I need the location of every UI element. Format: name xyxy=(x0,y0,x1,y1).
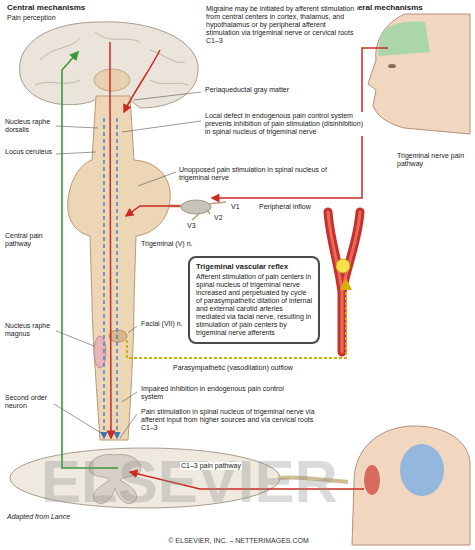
box-heading: Trigeminal vascular reflex xyxy=(196,262,312,271)
carotid-artery-highlight xyxy=(328,212,360,352)
note-text: Local defect in endogenous pain control … xyxy=(204,112,371,136)
section-heading: Central mechanisms xyxy=(6,3,86,12)
nerve-branch-label: V1 xyxy=(230,203,241,211)
note-text: Migraine may be initiated by afferent st… xyxy=(205,5,357,45)
source-note: Adapted from Lance xyxy=(6,513,71,521)
box-body: Afferent stimulation of pain centers in … xyxy=(196,273,312,337)
descending-control-line xyxy=(116,118,117,438)
structure-label: Pain perception xyxy=(6,14,57,22)
nerve-branch-label: V3 xyxy=(186,222,197,230)
trigeminal-ganglion xyxy=(181,200,211,214)
structure-label: Nucleus raphe dorsalis xyxy=(4,118,56,134)
note-text: Pain stimulation in spinal nucleus of tr… xyxy=(140,408,327,432)
ear xyxy=(364,465,380,495)
ganglion-to-nucleus-line xyxy=(126,206,180,216)
carotid-artery xyxy=(328,212,360,352)
facial-nucleus xyxy=(109,330,127,342)
pathway-label: Peripheral inflow xyxy=(258,203,312,211)
pathway-label: Trigeminal nerve pain pathway xyxy=(396,152,470,168)
descending-control-line xyxy=(103,118,104,438)
pathway-label: Central pain pathway xyxy=(4,232,56,248)
structure-label: Locus ceruleus xyxy=(4,148,56,156)
brain xyxy=(20,22,199,108)
structure-label: Nucleus raphe magnus xyxy=(4,322,56,338)
central-afferent-line xyxy=(124,50,160,112)
forehead-pain-area xyxy=(378,22,430,56)
nerve-branch-label: V2 xyxy=(213,214,224,222)
nerve-label: Trigeminal (V) n. xyxy=(140,240,193,248)
watermark: ELSEVIER xyxy=(40,452,339,512)
parasympathetic-ganglion xyxy=(336,259,350,273)
occipital-pain-area xyxy=(400,444,444,496)
nerve-label: Facial (VII) n. xyxy=(140,320,184,328)
thalamus xyxy=(94,69,130,91)
central-afferent-line xyxy=(110,42,111,438)
structure-label: Periaqueductal gray matter xyxy=(204,86,336,94)
face xyxy=(368,14,470,134)
copyright-notice: © ELSEVIER, INC. – NETTERIMAGES.COM xyxy=(0,537,475,545)
pathway-label: C1–3 pain pathway xyxy=(180,462,242,470)
eye xyxy=(388,64,396,68)
back-of-head xyxy=(352,426,470,545)
reflex-box: Trigeminal vascular reflexAfferent stimu… xyxy=(188,256,320,344)
pathway-label: Parasympathetic (vasodilation) outflow xyxy=(172,364,294,372)
note-text: Impaired inhibition in endogenous pain c… xyxy=(140,385,307,401)
structure-label: Second order neuron xyxy=(4,394,54,410)
note-text: Unopposed pain stimulation in spinal nuc… xyxy=(178,166,330,182)
